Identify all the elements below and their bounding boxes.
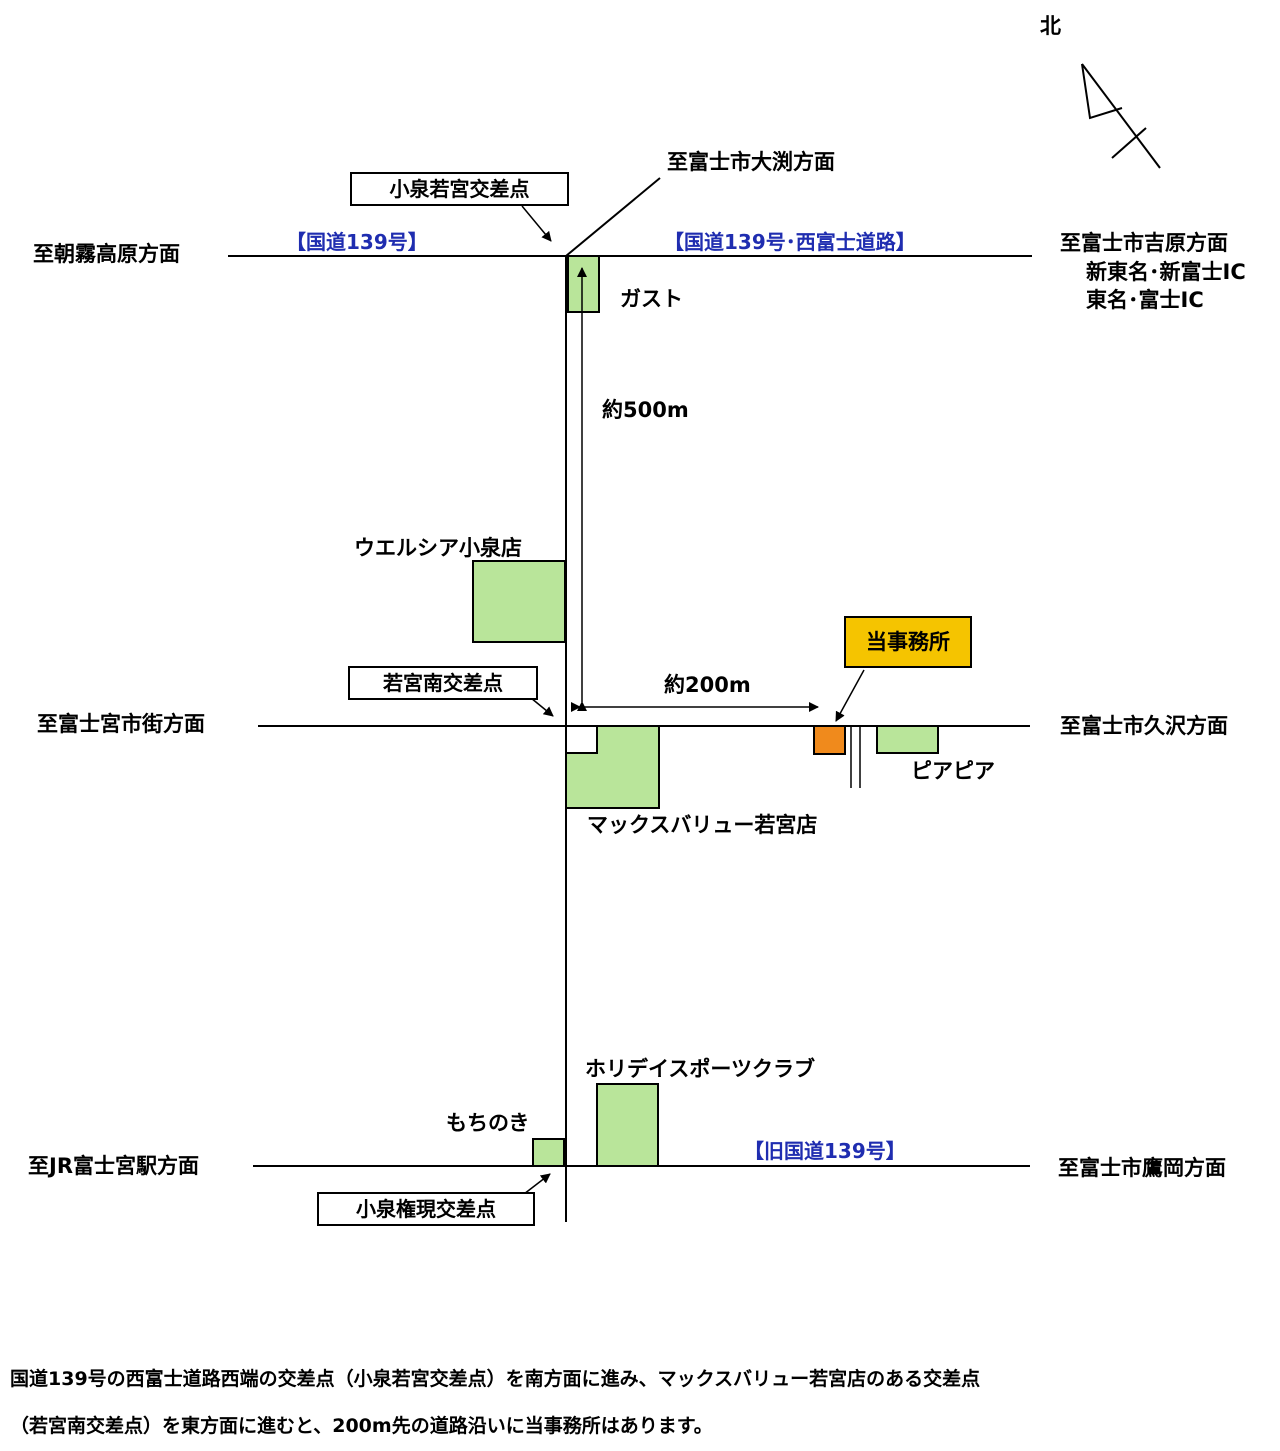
direction-east-middle: 至富士市久沢方面 [1060, 714, 1228, 738]
direction-north: 至富士市大渕方面 [667, 150, 835, 174]
north-arrow-icon [1081, 63, 1161, 169]
direction-southeast: 至富士市鷹岡方面 [1058, 1156, 1226, 1180]
building-gust [567, 255, 600, 313]
building-office [813, 725, 846, 755]
pointer-bottom-intersection [523, 1173, 551, 1195]
landmark-mochinoki: もちのき [446, 1111, 530, 1135]
landmark-holiday: ホリデイスポーツクラブ [585, 1057, 815, 1081]
direction-northeast-ic2: 東名･富士IC [1086, 288, 1204, 312]
direction-west-middle: 至富士宮市街方面 [37, 712, 205, 736]
directions-text-line2: （若宮南交差点）を東方面に進むと、200m先の道路沿いに当事務所はあります。 [10, 1415, 713, 1437]
landmark-gust: ガスト [620, 287, 683, 311]
building-welcia [472, 560, 566, 643]
landmark-welcia: ウエルシア小泉店 [354, 536, 522, 560]
route-label-west: 【国道139号】 [286, 230, 428, 254]
building-mochinoki [532, 1138, 565, 1167]
distance-label-500m: 約500m [602, 398, 689, 422]
pointer-top-intersection [521, 205, 552, 242]
pointer-middle-intersection [530, 697, 554, 717]
direction-northeast-ic1: 新東名･新富士IC [1086, 260, 1246, 284]
intersection-bottom-label: 小泉権現交差点 [317, 1192, 535, 1226]
building-maxvalu [565, 725, 660, 809]
landmark-piapia: ピアピア [911, 759, 995, 783]
building-piapia [876, 725, 939, 754]
pointer-office [835, 669, 865, 722]
building-holiday [596, 1083, 659, 1167]
road-diagonal-north [565, 177, 661, 257]
direction-northwest: 至朝霧高原方面 [33, 242, 180, 266]
direction-northeast: 至富士市吉原方面 [1060, 231, 1228, 255]
landmark-maxvalu: マックスバリュー若宮店 [587, 813, 818, 837]
intersection-top-label: 小泉若宮交差点 [350, 172, 569, 206]
directions-text-line1: 国道139号の西富士道路西端の交差点（小泉若宮交差点）を南方面に進み、マックスバ… [10, 1368, 981, 1390]
office-label: 当事務所 [844, 616, 972, 668]
north-label: 北 [1040, 14, 1061, 38]
direction-southwest: 至JR富士宮駅方面 [28, 1154, 199, 1178]
route-label-east: 【国道139号･西富士道路】 [664, 230, 916, 254]
route-label-old: 【旧国道139号】 [744, 1139, 906, 1163]
distance-label-200m: 約200m [664, 673, 751, 697]
intersection-middle-label: 若宮南交差点 [348, 666, 538, 700]
